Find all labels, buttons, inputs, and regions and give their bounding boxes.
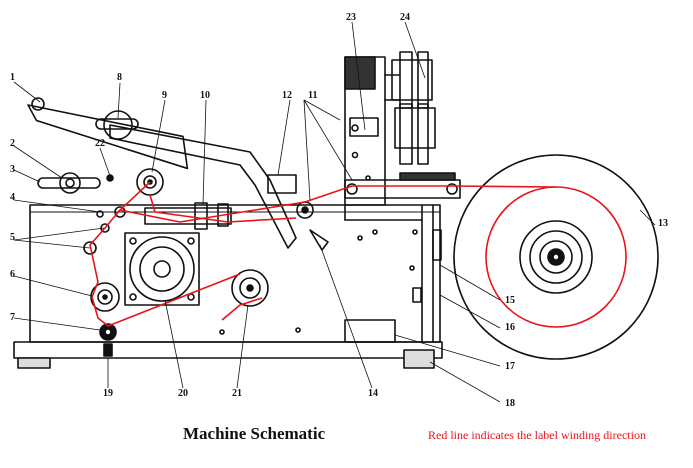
label-reel-13	[453, 154, 659, 360]
roller-8	[95, 110, 139, 140]
diagram-title: Machine Schematic	[183, 424, 326, 443]
arm-bracket	[109, 124, 297, 249]
roller-7	[99, 323, 117, 341]
callout-16: 16	[505, 322, 515, 333]
adjust-knob-19	[103, 343, 113, 357]
sensor-block	[349, 117, 379, 137]
callout-18: 18	[505, 398, 515, 409]
top-rail	[344, 179, 461, 199]
callout-24: 24	[400, 12, 410, 23]
roller-21	[231, 269, 269, 307]
foot-left	[17, 357, 51, 369]
callout-22: 22	[95, 138, 105, 149]
callout-21: 21	[232, 388, 242, 399]
foot-right	[403, 349, 435, 369]
motor-24	[391, 51, 436, 165]
callout-9: 9	[162, 90, 167, 101]
main-frame	[29, 204, 441, 343]
callout-14: 14	[368, 388, 378, 399]
tension-bar-10	[96, 202, 232, 230]
callout-7: 7	[10, 312, 15, 323]
callout-10: 10	[200, 90, 210, 101]
roller-6	[90, 282, 120, 312]
callout-8: 8	[117, 72, 122, 83]
callout-15: 15	[505, 295, 515, 306]
callout-4: 4	[10, 192, 15, 203]
callout-5: 5	[10, 232, 15, 243]
callout-1: 1	[10, 72, 15, 83]
callout-20: 20	[178, 388, 188, 399]
callout-17: 17	[505, 361, 515, 372]
label-winding-path	[89, 181, 627, 328]
callout-6: 6	[10, 269, 15, 280]
callout-12: 12	[282, 90, 292, 101]
winding-direction-note: Red line indicates the label winding dir…	[428, 428, 646, 442]
base-plate	[13, 341, 443, 359]
guide-roller-5a	[83, 241, 97, 255]
callout-13: 13	[658, 218, 668, 229]
callout-11: 11	[308, 90, 317, 101]
callout-3: 3	[10, 164, 15, 175]
arm-1	[27, 97, 189, 170]
callout-19: 19	[103, 388, 113, 399]
callout-2: 2	[10, 138, 15, 149]
callout-23: 23	[346, 12, 356, 23]
roller-3	[37, 172, 101, 194]
